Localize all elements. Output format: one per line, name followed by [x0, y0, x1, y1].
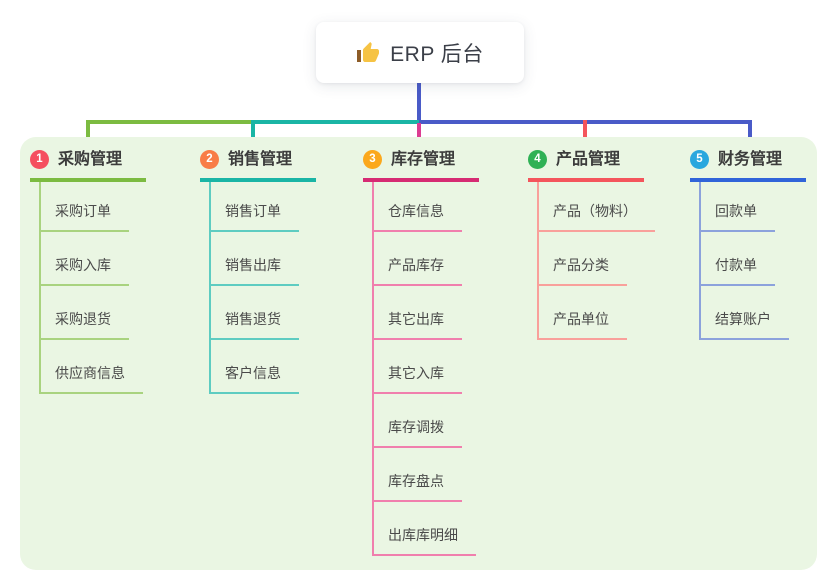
branch-number-badge: 2 — [200, 150, 219, 169]
root-connector-line — [417, 82, 421, 122]
branch-title[interactable]: 3 库存管理 — [363, 148, 479, 182]
child-item[interactable]: 库存盘点 — [374, 448, 462, 502]
root-node-label: ERP 后台 — [390, 42, 484, 66]
branch-drop-line-3 — [417, 123, 421, 148]
child-item[interactable]: 采购入库 — [41, 232, 129, 286]
child-item[interactable]: 回款单 — [701, 182, 775, 232]
branch-children: 销售订单销售出库销售退货客户信息 — [209, 182, 316, 394]
thumbs-up-icon — [357, 41, 380, 62]
branch-children: 采购订单采购入库采购退货供应商信息 — [39, 182, 146, 394]
child-item[interactable]: 其它入库 — [374, 340, 462, 394]
child-item[interactable]: 销售订单 — [211, 182, 299, 232]
branch-number-badge: 1 — [30, 150, 49, 169]
branch-number-badge: 4 — [528, 150, 547, 169]
child-item[interactable]: 其它出库 — [374, 286, 462, 340]
canvas-panel — [20, 137, 817, 570]
child-item[interactable]: 产品库存 — [374, 232, 462, 286]
branch-number-badge: 5 — [690, 150, 709, 169]
branch-children: 产品（物料）产品分类产品单位 — [537, 182, 655, 340]
branch-title[interactable]: 4 产品管理 — [528, 148, 644, 182]
branch-procurement: 1 采购管理 采购订单采购入库采购退货供应商信息 — [30, 148, 146, 394]
branch-title[interactable]: 5 财务管理 — [690, 148, 806, 182]
root-node[interactable]: ERP 后台 — [316, 22, 524, 83]
branch-title-label: 销售管理 — [228, 151, 293, 168]
child-item[interactable]: 采购订单 — [41, 182, 129, 232]
branch-title[interactable]: 1 采购管理 — [30, 148, 146, 182]
child-item[interactable]: 结算账户 — [701, 286, 789, 340]
child-item[interactable]: 供应商信息 — [41, 340, 143, 394]
branch-children: 仓库信息产品库存其它出库其它入库库存调拨库存盘点出库库明细 — [372, 182, 479, 556]
branch-inventory: 3 库存管理 仓库信息产品库存其它出库其它入库库存调拨库存盘点出库库明细 — [363, 148, 479, 556]
branch-title-label: 采购管理 — [58, 151, 123, 168]
branch-children: 回款单付款单结算账户 — [699, 182, 806, 340]
branch-number-badge: 3 — [363, 150, 382, 169]
branch-finance: 5 财务管理 回款单付款单结算账户 — [690, 148, 806, 340]
branch-title-label: 产品管理 — [556, 151, 621, 168]
branch-drop-line-4 — [583, 120, 587, 148]
branch-drop-line-2 — [251, 120, 255, 148]
branch-products: 4 产品管理 产品（物料）产品分类产品单位 — [528, 148, 655, 340]
child-item[interactable]: 产品分类 — [539, 232, 627, 286]
child-item[interactable]: 销售出库 — [211, 232, 299, 286]
child-item[interactable]: 采购退货 — [41, 286, 129, 340]
child-item[interactable]: 产品（物料） — [539, 182, 655, 232]
child-item[interactable]: 仓库信息 — [374, 182, 462, 232]
child-item[interactable]: 库存调拨 — [374, 394, 462, 448]
child-item[interactable]: 产品单位 — [539, 286, 627, 340]
branch-title[interactable]: 2 销售管理 — [200, 148, 316, 182]
connector-horizontal-middle — [253, 120, 419, 124]
branch-title-label: 库存管理 — [391, 151, 456, 168]
branch-title-label: 财务管理 — [718, 151, 783, 168]
connector-horizontal-left — [86, 120, 253, 124]
branch-sales: 2 销售管理 销售订单销售出库销售退货客户信息 — [200, 148, 316, 394]
branch-drop-line-1 — [86, 120, 90, 148]
child-item[interactable]: 客户信息 — [211, 340, 299, 394]
child-item[interactable]: 销售退货 — [211, 286, 299, 340]
child-item[interactable]: 出库库明细 — [374, 502, 476, 556]
child-item[interactable]: 付款单 — [701, 232, 775, 286]
branch-drop-line-5 — [748, 120, 752, 148]
